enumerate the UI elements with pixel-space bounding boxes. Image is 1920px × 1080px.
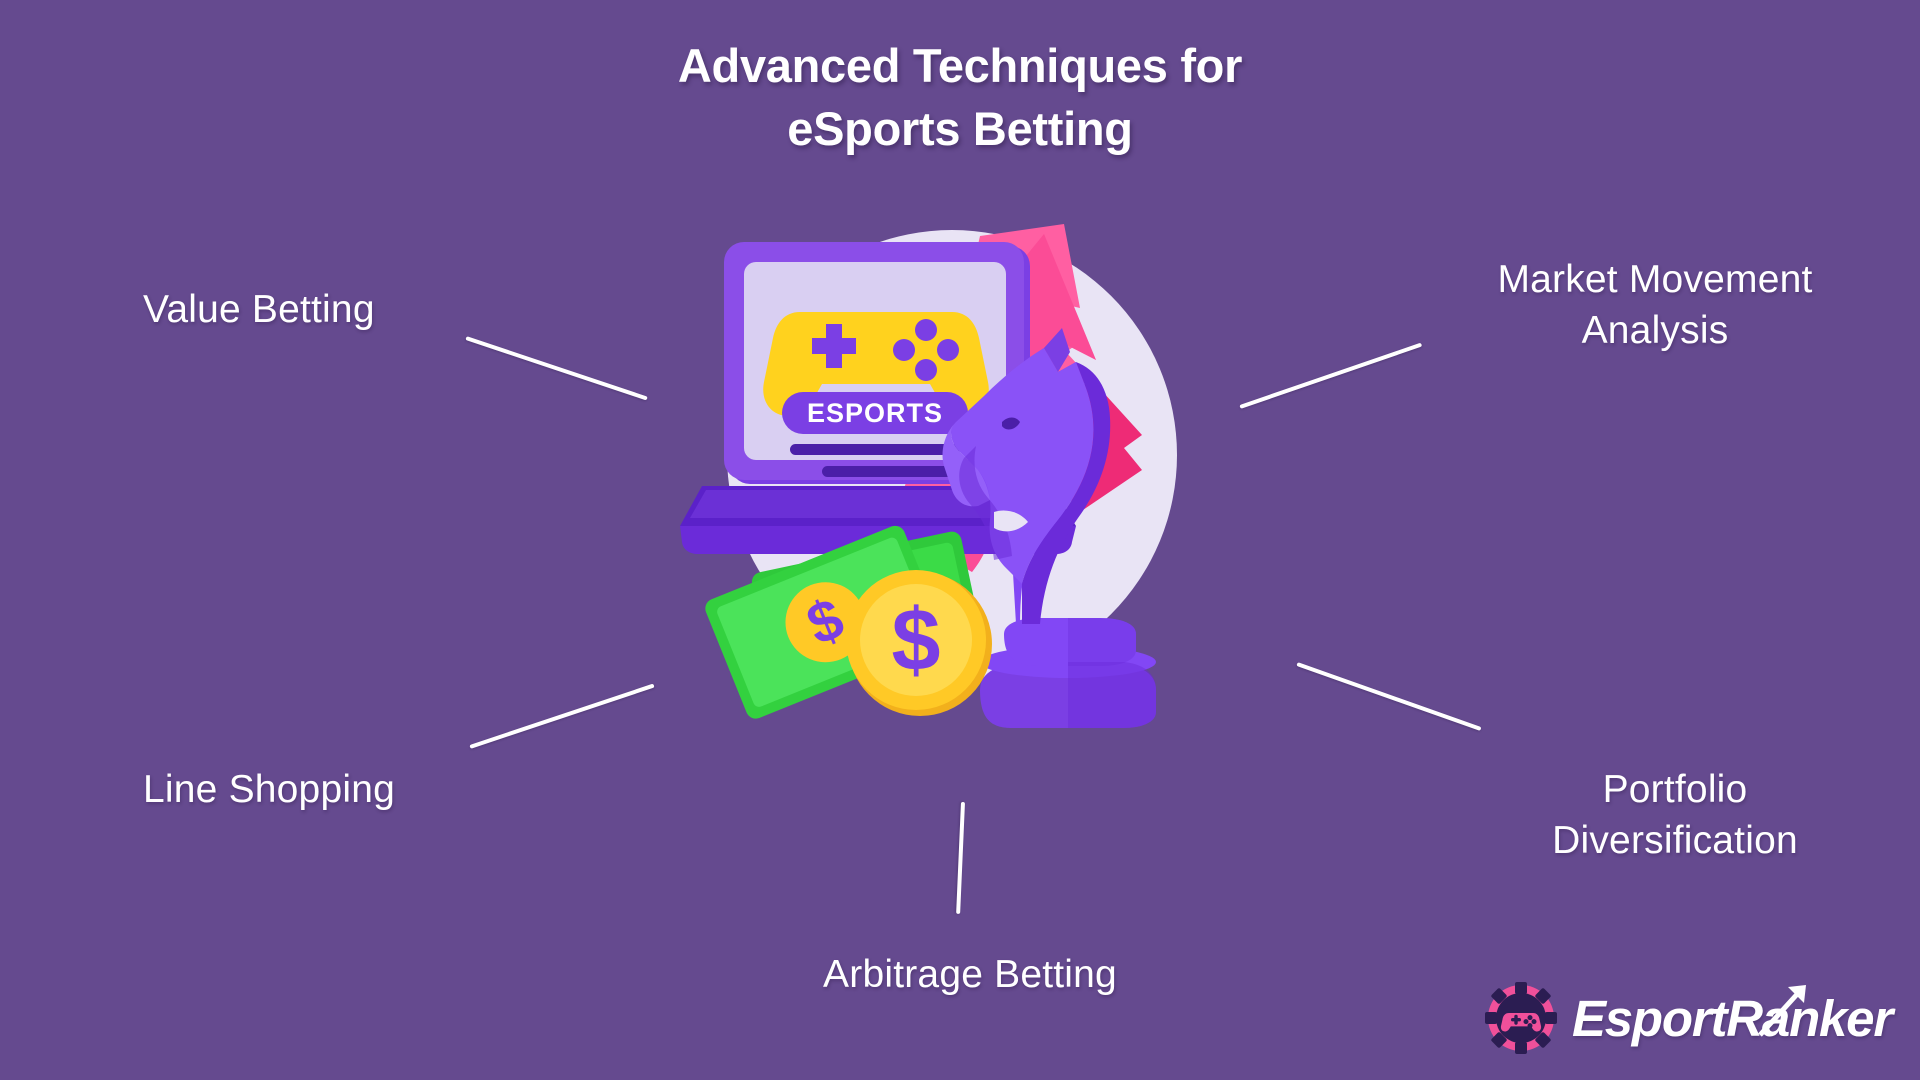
page-title: Advanced Techniques for eSports Betting xyxy=(0,34,1920,161)
esports-betting-illustration: ESPORTS xyxy=(672,220,1272,780)
connector-line-arbitrage xyxy=(956,801,965,914)
callout-label-market-movement-analysis: Market Movement Analysis xyxy=(1497,258,1813,352)
esports-badge-label: ESPORTS xyxy=(807,398,943,428)
screen-text-line-1 xyxy=(790,444,960,455)
title-line-1: Advanced Techniques for xyxy=(677,39,1243,92)
coin-icon: $ xyxy=(846,570,992,716)
title-line-2: eSports Betting xyxy=(787,102,1133,156)
callout-label-portfolio-diversification: Portfolio Diversification xyxy=(1552,768,1798,862)
callout-label-arbitrage-betting: Arbitrage Betting xyxy=(823,953,1117,996)
banknote-front: $ xyxy=(705,525,946,719)
coin-dollar-symbol: $ xyxy=(892,590,941,689)
banknote-seal xyxy=(785,582,866,663)
money-illustration: $ $ xyxy=(705,525,992,719)
poker-chip-gamepad-icon xyxy=(1484,982,1557,1054)
brand-logo[interactable]: EsportRanker xyxy=(1484,972,1893,1064)
callout-label-value-betting: Value Betting xyxy=(143,288,375,331)
logo-brand-text: EsportRanker xyxy=(1571,989,1893,1047)
connector-line-value-betting xyxy=(465,336,648,401)
screen-text-line-2 xyxy=(822,466,960,477)
gamepad-icon xyxy=(763,312,989,416)
connector-line-line-shopping xyxy=(469,683,655,749)
connector-line-portfolio xyxy=(1296,662,1482,731)
esports-badge: ESPORTS xyxy=(782,392,968,434)
callout-label-line-shopping: Line Shopping xyxy=(143,768,395,811)
chess-knight-piece xyxy=(942,328,1156,728)
